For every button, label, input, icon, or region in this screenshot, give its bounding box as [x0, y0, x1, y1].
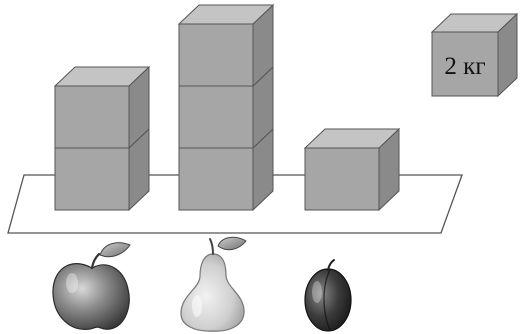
pear-icon [181, 237, 246, 331]
cube-pear [179, 24, 253, 86]
weight-label: 2 кг [444, 53, 485, 80]
cube-pear [179, 86, 253, 148]
cube-apple [55, 86, 129, 148]
cube-stacks [55, 5, 399, 210]
apple-icon [53, 243, 130, 330]
cube-pear [179, 148, 253, 210]
cube-apple [55, 148, 129, 210]
plum-icon [305, 260, 351, 331]
weight-box: 2 кг [432, 14, 517, 96]
cube-plum [305, 148, 379, 210]
